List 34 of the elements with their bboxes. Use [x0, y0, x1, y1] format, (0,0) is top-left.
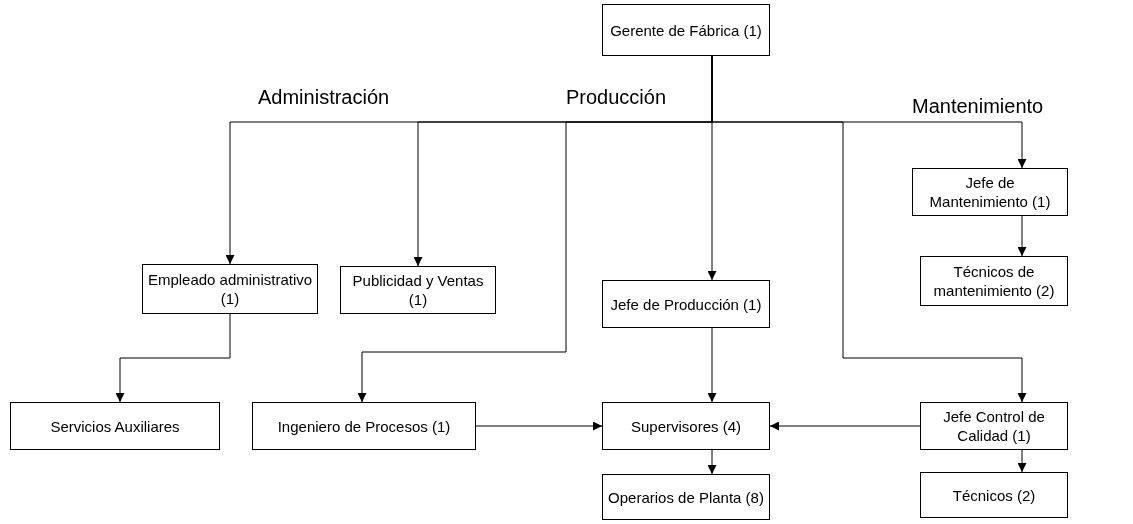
position-title: Publicidad y Ventas (1) — [351, 271, 485, 309]
position-box — [340, 266, 496, 314]
position-title: Técnicos de mantenimiento (2) — [932, 262, 1056, 300]
position-title: Servicios Auxiliares — [50, 416, 180, 436]
connector-arrow — [1017, 215, 1027, 257]
position-box — [252, 402, 476, 450]
position-title: Jefe Control de Calidad (1) — [942, 407, 1046, 445]
position-title: Jefe de Producción (1) — [610, 294, 762, 314]
position-title: Técnicos (2) — [952, 485, 1036, 505]
position-title: Empleado administrativo (1) — [147, 270, 313, 308]
connector-arrow — [707, 449, 717, 475]
connector-arrow — [475, 421, 603, 431]
position-box — [602, 402, 770, 450]
position-box — [142, 264, 318, 314]
connector-arrow — [115, 313, 231, 403]
department-heading: Administración — [258, 86, 390, 109]
position-box — [10, 402, 220, 450]
position-box — [920, 256, 1068, 306]
department-heading: Producción — [566, 86, 667, 109]
position-box — [602, 280, 770, 328]
position-box — [920, 402, 1068, 450]
position-title: Operarios de Planta (8) — [608, 487, 764, 507]
position-box — [920, 472, 1068, 518]
connector-arrow — [707, 327, 717, 403]
connector-arrow — [769, 421, 921, 431]
position-title: Gerente de Fábrica (1) — [610, 20, 762, 40]
position-title: Ingeniero de Procesos (1) — [277, 416, 451, 436]
department-heading: Mantenimiento — [912, 95, 1044, 118]
position-box — [912, 168, 1068, 216]
position-box — [602, 4, 770, 56]
position-title: Supervisores (4) — [630, 416, 741, 436]
position-title: Jefe de Mantenimiento (1) — [928, 173, 1052, 211]
position-box — [602, 474, 770, 520]
connector-arrow — [1017, 449, 1027, 473]
